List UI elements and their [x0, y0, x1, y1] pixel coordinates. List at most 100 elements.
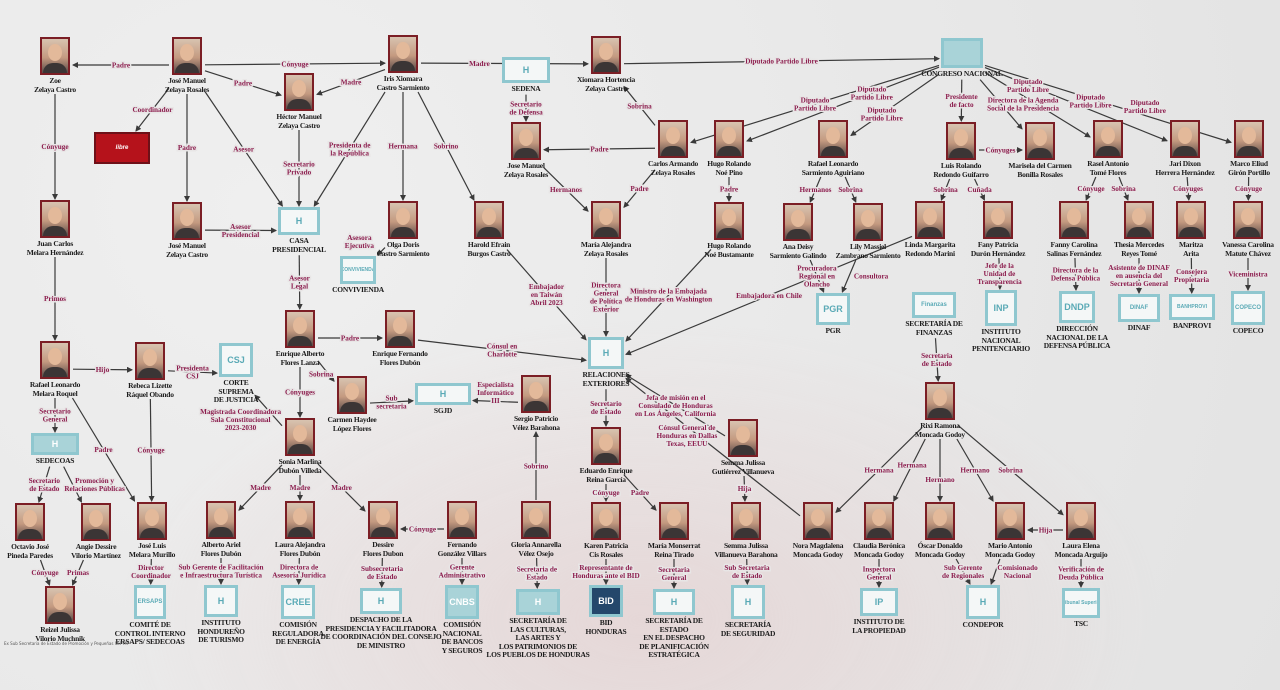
person-vanessa[interactable]: Vanessa Carolina Matute Chávez	[1163, 201, 1280, 258]
person-semmav[interactable]: Semma Julissa Villanueva Barahona	[661, 502, 831, 559]
person-alberto[interactable]: Alberto Ariel Flores Dubón	[136, 501, 306, 558]
person-fernando[interactable]: Fernando González Villars	[377, 501, 547, 558]
person-jmzc[interactable]: José Manuel Zelaya Castro	[102, 202, 272, 259]
person-enriquea[interactable]: Enrique Alberto Flores Lanza	[215, 310, 385, 367]
person-joseluis[interactable]: José Luis Melara Murillo	[67, 502, 237, 559]
person-zoe[interactable]: Zoe Zelaya Castro	[0, 37, 140, 94]
person-name: Claudia Berónica Moncada Godoy	[852, 541, 906, 559]
person-rafaels[interactable]: Rafael Leonardo Sarmiento Aguiriano	[748, 120, 918, 177]
person-hugonoe[interactable]: Hugo Rolando Noé Pino	[644, 120, 814, 177]
org-logo-icon: COPECO	[1231, 291, 1265, 325]
person-name: Enrique Alberto Flores Lanza	[275, 349, 325, 367]
person-sonia[interactable]: Sonia Marlina Dubón Villeda	[215, 418, 385, 475]
portrait-photo	[1066, 502, 1096, 540]
person-hugob[interactable]: Hugo Rolando Noé Bustamante	[644, 202, 814, 259]
person-xhzc[interactable]: Xiomara Hortencia Zelaya Castro	[521, 36, 691, 93]
edge-line	[984, 71, 1091, 138]
portrait-photo	[285, 418, 315, 456]
person-harold[interactable]: Harold Efrain Burgos Castro	[404, 201, 574, 258]
person-carlos[interactable]: Carlos Armando Zelaya Rosales	[588, 120, 758, 177]
edge-line	[71, 559, 84, 586]
person-lauraa[interactable]: Laura Alejandra Flores Dubón	[215, 501, 385, 558]
portrait-photo	[285, 501, 315, 539]
portrait-photo	[40, 200, 70, 238]
person-marisela[interactable]: Marisela del Carmen Bonilla Rosales	[955, 122, 1125, 179]
person-dessire[interactable]: Dessire Flores Dubon	[298, 501, 468, 558]
person-iris[interactable]: Iris Xiomara Castro Sarmiento	[318, 35, 488, 92]
person-luis[interactable]: Luis Rolando Redondo Guifarro	[876, 122, 1046, 179]
person-rixi[interactable]: Rixi Ramona Moncada Godoy	[855, 382, 1025, 439]
person-marco[interactable]: Marco Eliud Girón Portillo	[1164, 120, 1280, 177]
person-name: Vanessa Carolina Matute Chávez	[1222, 240, 1274, 258]
person-olga[interactable]: Olga Doris Castro Sarmiento	[318, 201, 488, 258]
person-semmag[interactable]: Semma Julissa Gutiérrez Villanueva	[658, 419, 828, 476]
person-eduardo[interactable]: Eduardo Enrique Reina García	[521, 427, 691, 484]
person-name: Semma Julissa Gutiérrez Villanueva	[711, 458, 775, 476]
person-enriquef[interactable]: Enrique Fernando Flores Dubón	[315, 310, 485, 367]
person-mario[interactable]: Mario Antonio Moncada Godoy	[925, 502, 1095, 559]
person-jmzr2[interactable]: Jose Manuel Zelaya Rosales	[441, 122, 611, 179]
person-fany[interactable]: Fany Patricia Durón Hernández	[913, 201, 1083, 258]
portrait-photo	[591, 427, 621, 465]
person-maritza[interactable]: Maritza Arita	[1106, 201, 1276, 258]
person-fannys[interactable]: Fanny Carolina Salinas Fernández	[989, 201, 1159, 258]
org-logo-icon: Tribunal Superior	[1062, 588, 1100, 618]
person-octavio[interactable]: Octavio José Pineda Paredes	[0, 503, 115, 560]
person-ana[interactable]: Ana Deisy Sarmiento Galindo	[713, 203, 883, 260]
person-hector[interactable]: Héctor Manuel Zelaya Castro	[214, 73, 384, 130]
person-gloria[interactable]: Gloria Annarella Vélez Osejo	[451, 501, 621, 558]
person-carmen[interactable]: Carmen Haydee López Flores	[267, 376, 437, 433]
org-libre[interactable]: libre	[37, 132, 207, 164]
person-mariaale[interactable]: María Alejandra Zelaya Rosales	[521, 201, 691, 258]
portrait-photo	[511, 122, 541, 160]
person-angie[interactable]: Angie Dessire Vilorio Martínez	[11, 503, 181, 560]
person-juancarlos[interactable]: Juan Carlos Melara Hernández	[0, 200, 140, 257]
person-rasel[interactable]: Rasel Antonio Tomé Flores	[1023, 120, 1193, 177]
person-rafaelm[interactable]: Rafael Leonardo Melara Roquel	[0, 341, 140, 398]
person-sergio[interactable]: Sergio Patricio Vélez Barahona	[451, 375, 621, 432]
person-claudia[interactable]: Claudia Berónica Moncada Godoy	[794, 502, 964, 559]
person-rebeca[interactable]: Rebeca Lizette Ráquel Obando	[65, 342, 235, 399]
person-thesia[interactable]: Thesia Mercedes Reyes Tomé	[1054, 201, 1224, 258]
person-karen[interactable]: Karen Patricia Cis Rosales	[521, 502, 691, 559]
person-lily[interactable]: Lily Massiel Zambrano Sarmiento	[783, 203, 953, 260]
edge-line	[625, 374, 726, 437]
person-jari[interactable]: Jari Dixon Herrera Hernández	[1100, 120, 1270, 177]
org-logo-icon: H	[966, 585, 1000, 619]
org-congreso[interactable]: CONGRESO NACIONAL	[877, 38, 1047, 79]
person-jmzr[interactable]: José Manuel Zelaya Rosales	[102, 37, 272, 94]
person-monserrat[interactable]: María Monserrat Reina Tirado	[589, 502, 759, 559]
person-reizel[interactable]: Reizel Julissa Vilorio Muchnik	[0, 586, 145, 643]
person-laurae[interactable]: Laura Elena Moncada Arguijo	[996, 502, 1166, 559]
person-nora[interactable]: Nora Magdalena Moncada Godoy	[733, 502, 903, 559]
person-linda[interactable]: Linda Margarita Redondo Marini	[845, 201, 1015, 258]
person-oscar[interactable]: Óscar Donaldo Moncada Godoy	[855, 502, 1025, 559]
org-name: COMISIÓN REGULADORA DE ENERGÍA	[272, 620, 324, 647]
